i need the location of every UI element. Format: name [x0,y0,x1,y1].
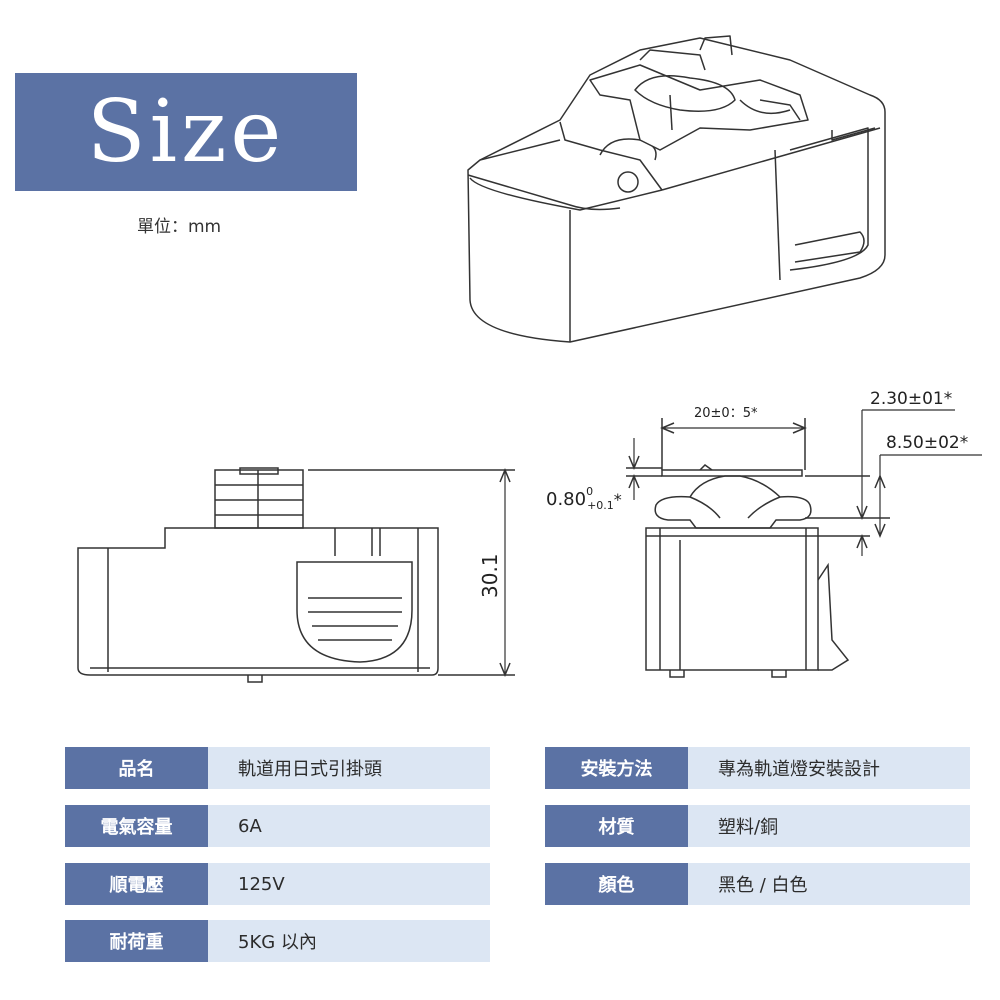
spec-label: 品名 [65,747,208,789]
dim-height: 30.1 [478,553,502,598]
spec-value: 軌道用日式引掛頭 [208,747,490,789]
spec-row-name: 品名 軌道用日式引掛頭 [65,747,490,789]
page-title: Size [86,82,286,182]
spec-value: 6A [208,805,490,847]
spec-value: 黑色 / 白色 [688,863,970,905]
spec-value: 125V [208,863,490,905]
spec-label: 安裝方法 [545,747,688,789]
dim-left-gap-star: * [614,490,622,509]
spec-row-capacity: 電氣容量 6A [65,805,490,847]
dim-left-gap: 0.800+0.1* [546,485,622,512]
spec-label: 顏色 [545,863,688,905]
spec-value: 塑料/銅 [688,805,970,847]
side-view [77,467,515,683]
spec-value: 5KG 以內 [208,920,490,962]
spec-row-material: 材質 塑料/銅 [545,805,970,847]
spec-label: 順電壓 [65,863,208,905]
unit-label: 單位：mm [137,217,222,237]
dim-left-gap-sup: 0 [586,485,593,498]
product-perspective-view [467,35,886,343]
spec-value: 專為軌道燈安裝設計 [688,747,970,789]
dim-left-gap-main: 0.80 [546,489,586,510]
spec-label: 材質 [545,805,688,847]
dim-right-top: 2.30±01* [870,389,952,409]
title-banner: Size [15,73,357,191]
dim-right-mid: 8.50±02* [886,433,968,453]
spec-row-load: 耐荷重 5KG 以內 [65,920,490,962]
spec-label: 耐荷重 [65,920,208,962]
dim-top-width: 20±0：5* [694,406,758,421]
spec-label: 電氣容量 [65,805,208,847]
spec-row-install: 安裝方法 專為軌道燈安裝設計 [545,747,970,789]
front-view [626,409,982,678]
technical-drawing: 30.1 20±0：5* 2.30±01* 8.50±02* 0.800+0.1… [77,35,982,683]
dim-left-gap-sub: +0.1 [587,499,614,512]
spec-row-voltage: 順電壓 125V [65,863,490,905]
spec-row-color: 顏色 黑色 / 白色 [545,863,970,905]
